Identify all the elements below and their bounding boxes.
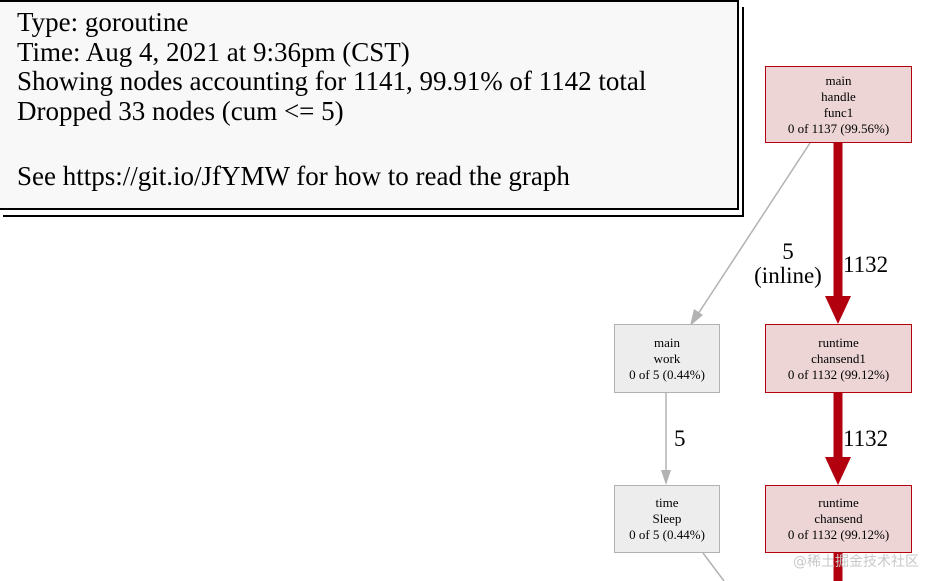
node-runtime-chansend[interactable]: runtime chansend 0 of 1132 (99.12%) [765, 485, 912, 553]
legend-dropped: Dropped 33 nodes (cum <= 5) [17, 95, 344, 126]
edge-func1-to-chansend1-arrow [825, 296, 851, 324]
edge-label-chansend1-to-chansend: 1132 [843, 426, 889, 451]
legend-showing: Showing nodes accounting for 1141, 99.91… [17, 66, 647, 96]
node-main-work[interactable]: main work 0 of 5 (0.44%) [614, 324, 720, 393]
edge-chansend1-to-chansend-arrow [825, 457, 851, 485]
node-runtime-chansend1[interactable]: runtime chansend1 0 of 1132 (99.12%) [765, 324, 912, 393]
node-stats: 0 of 1137 (99.56%) [787, 120, 890, 136]
edge-func1-to-work-arrow [690, 309, 703, 326]
edge-label-func1-to-chansend1: 1132 [843, 252, 889, 277]
edge-func1-to-work [697, 142, 811, 315]
node-name: Sleep [652, 511, 682, 526]
edge-note: (inline) [754, 263, 822, 288]
edge-work-to-sleep-arrow [661, 470, 671, 485]
legend-help: See https://git.io/JfYMW for how to read… [17, 161, 570, 191]
edge-label-work-to-sleep: 5 [674, 426, 686, 451]
legend-time: Time: Aug 4, 2021 at 9:36pm (CST) [17, 36, 410, 67]
node-stats: 0 of 1132 (99.12%) [787, 527, 890, 542]
edge-label-func1-to-work: 5 (inline) [748, 240, 828, 288]
node-pkg: main [825, 72, 852, 88]
node-stats: 0 of 5 (0.44%) [629, 366, 705, 382]
node-name: handle [821, 88, 856, 104]
node-main-handle-func1[interactable]: main handle func1 0 of 1137 (99.56%) [765, 66, 912, 143]
legend-box: Type: goroutine Time: Aug 4, 2021 at 9:3… [0, 0, 739, 210]
node-stats: 0 of 1132 (99.12%) [787, 366, 890, 382]
watermark: @稀土掘金技术社区 [793, 554, 919, 570]
legend-type: Type: goroutine [17, 7, 189, 37]
node-stats: 0 of 5 (0.44%) [629, 527, 705, 542]
node-pkg: runtime [818, 334, 859, 350]
node-pkg: time [655, 495, 679, 510]
edge-value: 5 [782, 239, 794, 264]
node-time-sleep[interactable]: time Sleep 0 of 5 (0.44%) [614, 485, 720, 553]
node-name: chansend1 [811, 350, 866, 366]
node-pkg: main [654, 334, 680, 350]
node-pkg: runtime [818, 495, 859, 510]
node-name: chansend [814, 511, 863, 526]
node-subname: func1 [823, 104, 854, 120]
edge-sleep-out [702, 552, 725, 581]
node-name: work [653, 350, 681, 366]
